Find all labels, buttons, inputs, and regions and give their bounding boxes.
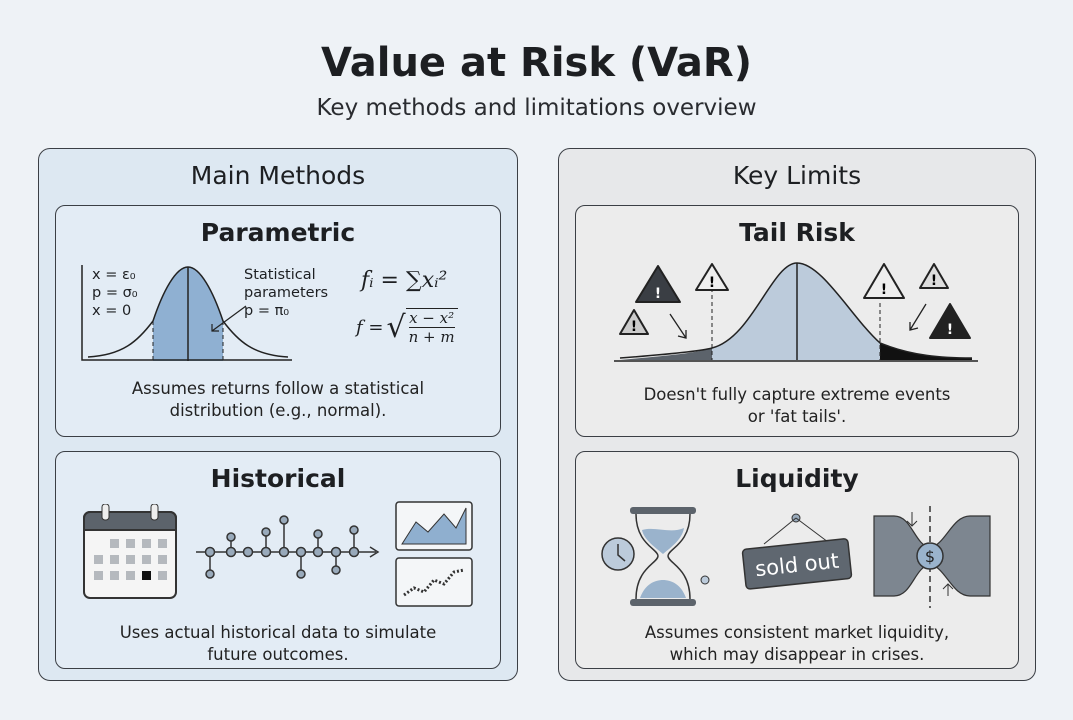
desc-line: future outcomes. (207, 645, 349, 664)
chart-icons (395, 501, 473, 607)
variable-list: x = ε₀ p = σ₀ x = 0 (92, 266, 138, 320)
svg-text:!: ! (655, 286, 661, 302)
liquidity-description: Assumes consistent market liquidity, whi… (576, 622, 1018, 666)
svg-text:!: ! (947, 322, 953, 338)
desc-line: distribution (e.g., normal). (169, 401, 387, 420)
formula-numerator: x − x² (408, 309, 455, 328)
calendar-icon (83, 504, 177, 599)
var-line: x = ε₀ (92, 267, 136, 283)
formula-sqrt: f = √ x − x² n + m (356, 308, 458, 346)
card-title: Tail Risk (739, 218, 855, 247)
formula-denominator: n + m (408, 328, 455, 346)
main-methods-panel: Main Methods Parametric x = ε₀ p = σ₀ x … (38, 148, 518, 681)
var-line: p = σ₀ (92, 285, 138, 301)
tail-risk-description: Doesn't fully capture extreme events or … (576, 384, 1018, 428)
panel-title: Key Limits (732, 161, 862, 190)
desc-line: Assumes returns follow a statistical (131, 379, 425, 398)
tail-risk-card: Tail Risk !!!!!! Doesn't fully capture e… (575, 205, 1019, 437)
formula-sum: fᵢ = ∑xᵢ² (361, 268, 448, 293)
fat-tail-distribution-icon: !!!!!! (614, 262, 978, 362)
page-title: Value at Risk (VaR) (320, 40, 752, 86)
formula-lhs: f = (356, 316, 384, 338)
timeline-icon (196, 515, 380, 579)
svg-text:!: ! (709, 275, 715, 291)
parameters-annotation: Statistical parameters p = π₀ (244, 266, 328, 320)
panel-title: Main Methods (190, 161, 366, 190)
sold-out-sign-icon: sold out (741, 513, 853, 590)
desc-line: which may disappear in crises. (669, 645, 925, 664)
card-title: Parametric (200, 218, 356, 247)
desc-line: or 'fat tails'. (747, 407, 847, 426)
parametric-card: Parametric x = ε₀ p = σ₀ x = 0 Statistic… (55, 205, 501, 437)
annotation-line: Statistical (244, 267, 316, 283)
parametric-description: Assumes returns follow a statistical dis… (56, 378, 500, 422)
desc-line: Assumes consistent market liquidity, (644, 623, 950, 642)
normal-distribution-icon (81, 265, 292, 361)
hourglass-clock-icon (601, 507, 710, 606)
svg-text:!: ! (881, 282, 887, 298)
annotation-line: p = π₀ (244, 303, 290, 319)
desc-line: Uses actual historical data to simulate (119, 623, 437, 642)
key-limits-panel: Key Limits Tail Risk !!!!!! Doesn't full… (558, 148, 1036, 681)
warning-icon (619, 263, 971, 339)
page-subtitle: Key methods and limitations overview (316, 95, 757, 121)
liquidity-squeeze-icon: $ (873, 506, 991, 608)
svg-text:!: ! (631, 319, 637, 335)
desc-line: Doesn't fully capture extreme events (643, 385, 951, 404)
annotation-line: parameters (244, 285, 329, 301)
card-title: Historical (210, 464, 346, 493)
liquidity-card: Liquidity sold out $ Assumes consistent … (575, 451, 1019, 669)
card-title: Liquidity (735, 464, 859, 493)
svg-text:$: $ (925, 547, 935, 566)
historical-card: Historical Uses actual historical data t… (55, 451, 501, 669)
var-line: x = 0 (92, 303, 132, 319)
svg-text:!: ! (931, 273, 937, 289)
historical-description: Uses actual historical data to simulate … (56, 622, 500, 666)
